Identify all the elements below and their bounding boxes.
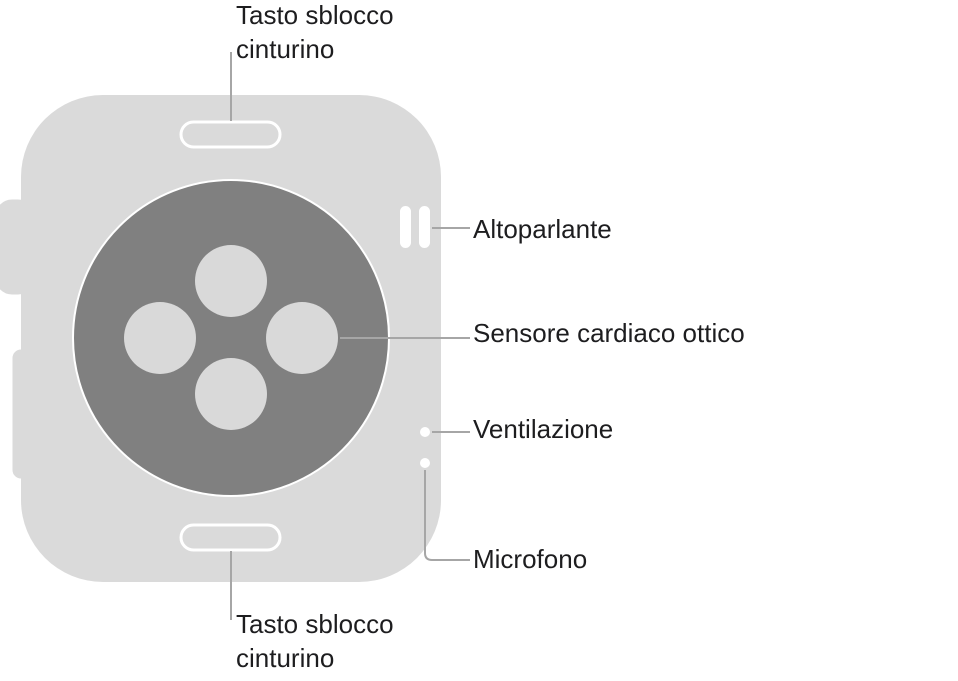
sensor-lens-right (266, 302, 338, 374)
sensor-lens-top (195, 245, 267, 317)
label-band-release-bottom: Tasto sblocco cinturino (236, 607, 394, 675)
label-microphone: Microfono (473, 544, 588, 574)
speaker-slot-right (419, 206, 430, 248)
vent-hole (420, 427, 430, 437)
label-band-release-top-line-2: cinturino (236, 34, 335, 64)
sensor-lens-bottom (195, 358, 267, 430)
band-release-button-top (179, 120, 282, 149)
label-vent: Ventilazione (473, 414, 614, 444)
label-band-release-bottom-line-1: Tasto sblocco (236, 609, 394, 639)
microphone-hole (420, 458, 430, 468)
label-band-release-top: Tasto sblocco cinturino (236, 0, 394, 66)
leader-line-microphone (424, 470, 470, 561)
sensor-lens-left (124, 302, 196, 374)
label-band-release-bottom-line-2: cinturino (236, 643, 335, 673)
label-heart-sensor: Sensore cardiaco ottico (473, 318, 745, 348)
speaker-slot-left (400, 206, 411, 248)
label-speaker: Altoparlante (473, 214, 612, 244)
label-band-release-top-line-1: Tasto sblocco (236, 0, 394, 30)
band-release-button-bottom (179, 523, 282, 552)
